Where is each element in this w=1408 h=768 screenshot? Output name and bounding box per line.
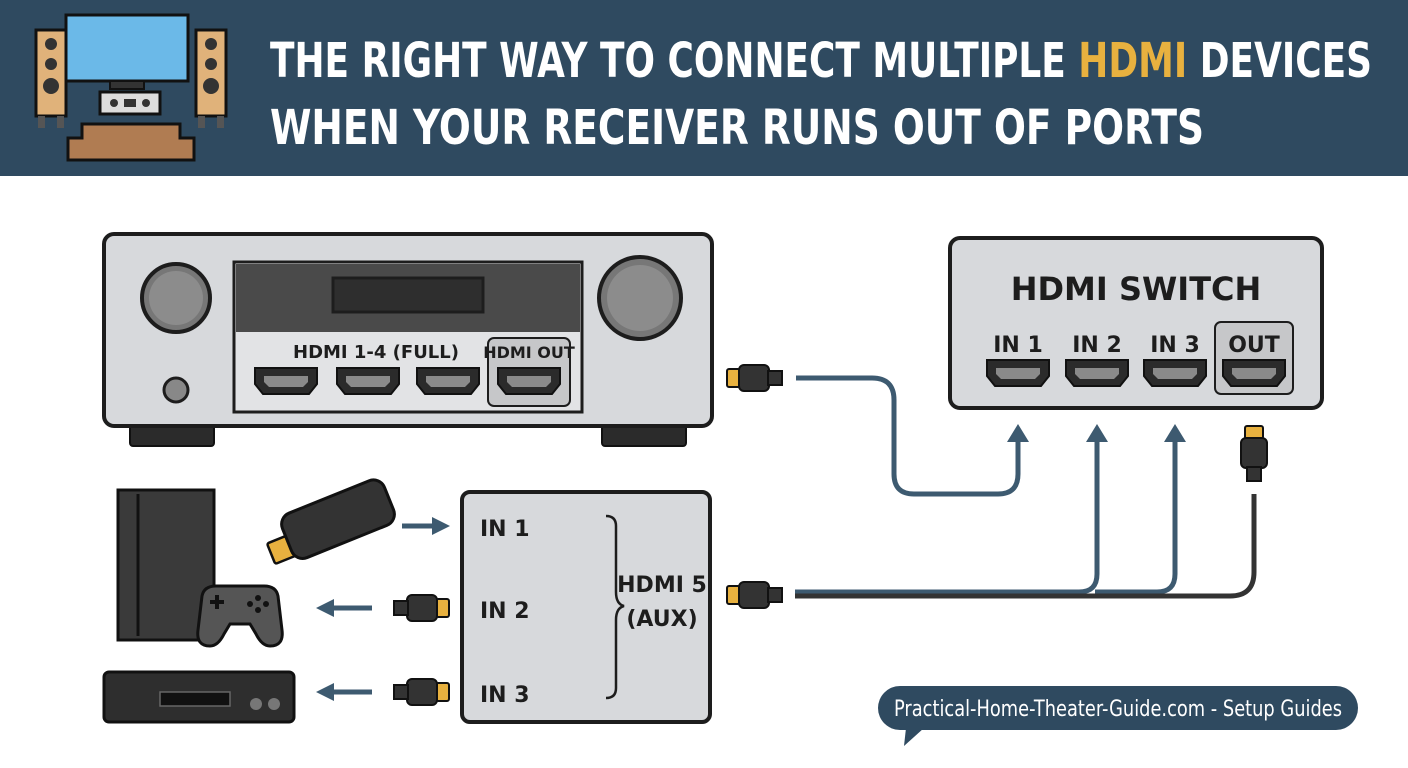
streaming-stick-icon [266,478,396,565]
arrow-icon [316,683,372,701]
header-band [0,0,1408,176]
hdmi-plug-icon [1240,425,1268,482]
arrow-icon [1164,424,1186,442]
hdmi-switch-title: HDMI SWITCH [1011,270,1262,308]
receiver-hdmi-port-1[interactable] [254,367,318,395]
source-text: Practical-Home-Theater-Guide.com - Setup… [894,697,1342,722]
switch-in2-label: IN 2 [1072,333,1122,358]
switch-in2-port[interactable] [1065,359,1129,387]
game-console-icon [116,488,216,642]
title-line-1: THE RIGHT WAY TO CONNECT MULTIPLE HDMI D… [270,33,1372,89]
aux-port-label-line2: (AUX) [626,607,697,632]
title-highlight: HDMI [1078,33,1187,89]
home-theater-icon [34,13,228,162]
av-receiver: HDMI 1-4 (FULL) HDMI OUT [102,232,714,447]
aux-in3-label: IN 3 [480,683,530,708]
switch-out-cable [795,494,1257,599]
arrow-icon [1007,424,1029,442]
receiver-hdmi-port-2[interactable] [336,367,400,395]
switch-in1-port[interactable] [986,359,1050,387]
blu-ray-player-icon [102,670,296,724]
receiver-out-label: HDMI OUT [483,343,575,362]
source-badge: Practical-Home-Theater-Guide.com - Setup… [878,686,1358,746]
brace [605,514,625,700]
arrow-icon [402,517,450,535]
title-line-2: WHEN YOUR RECEIVER RUNS OUT OF PORTS [270,100,1204,156]
arrow-icon [1086,424,1108,442]
switch-in1-label: IN 1 [993,333,1043,358]
hdmi-switch: HDMI SWITCH IN 1 IN 2 IN 3 OUT [948,236,1324,410]
aux-in1-label: IN 1 [480,517,530,542]
switch-in3-port[interactable] [1143,359,1207,387]
aux-to-switch-in3-cable [1095,440,1178,595]
aux-in2-label: IN 2 [480,599,530,624]
hdmi-plug-icon [393,678,450,706]
switch-out-port[interactable] [1222,359,1286,387]
receiver-ports-label: HDMI 1-4 (FULL) [293,342,459,363]
switch-in3-label: IN 3 [1150,333,1200,358]
aux-port-label-line1: HDMI 5 [617,573,707,598]
receiver-hdmi-port-3[interactable] [416,367,480,395]
power-button [162,376,190,404]
aux-to-switch-in2-cable [795,440,1100,595]
arrow-icon [316,599,372,617]
receiver-to-switch-cable [796,375,1021,497]
hdmi-plug-icon [726,581,783,609]
hdmi-plug-icon [393,594,450,622]
gamepad-icon [196,584,284,648]
receiver-display [331,276,485,314]
hdmi-plug-icon [726,364,783,392]
switch-out-label: OUT [1228,333,1280,358]
aux-input-panel: IN 1 IN 2 IN 3 HDMI 5 (AUX) [460,490,712,724]
receiver-hdmi-out-port[interactable] [497,367,561,395]
